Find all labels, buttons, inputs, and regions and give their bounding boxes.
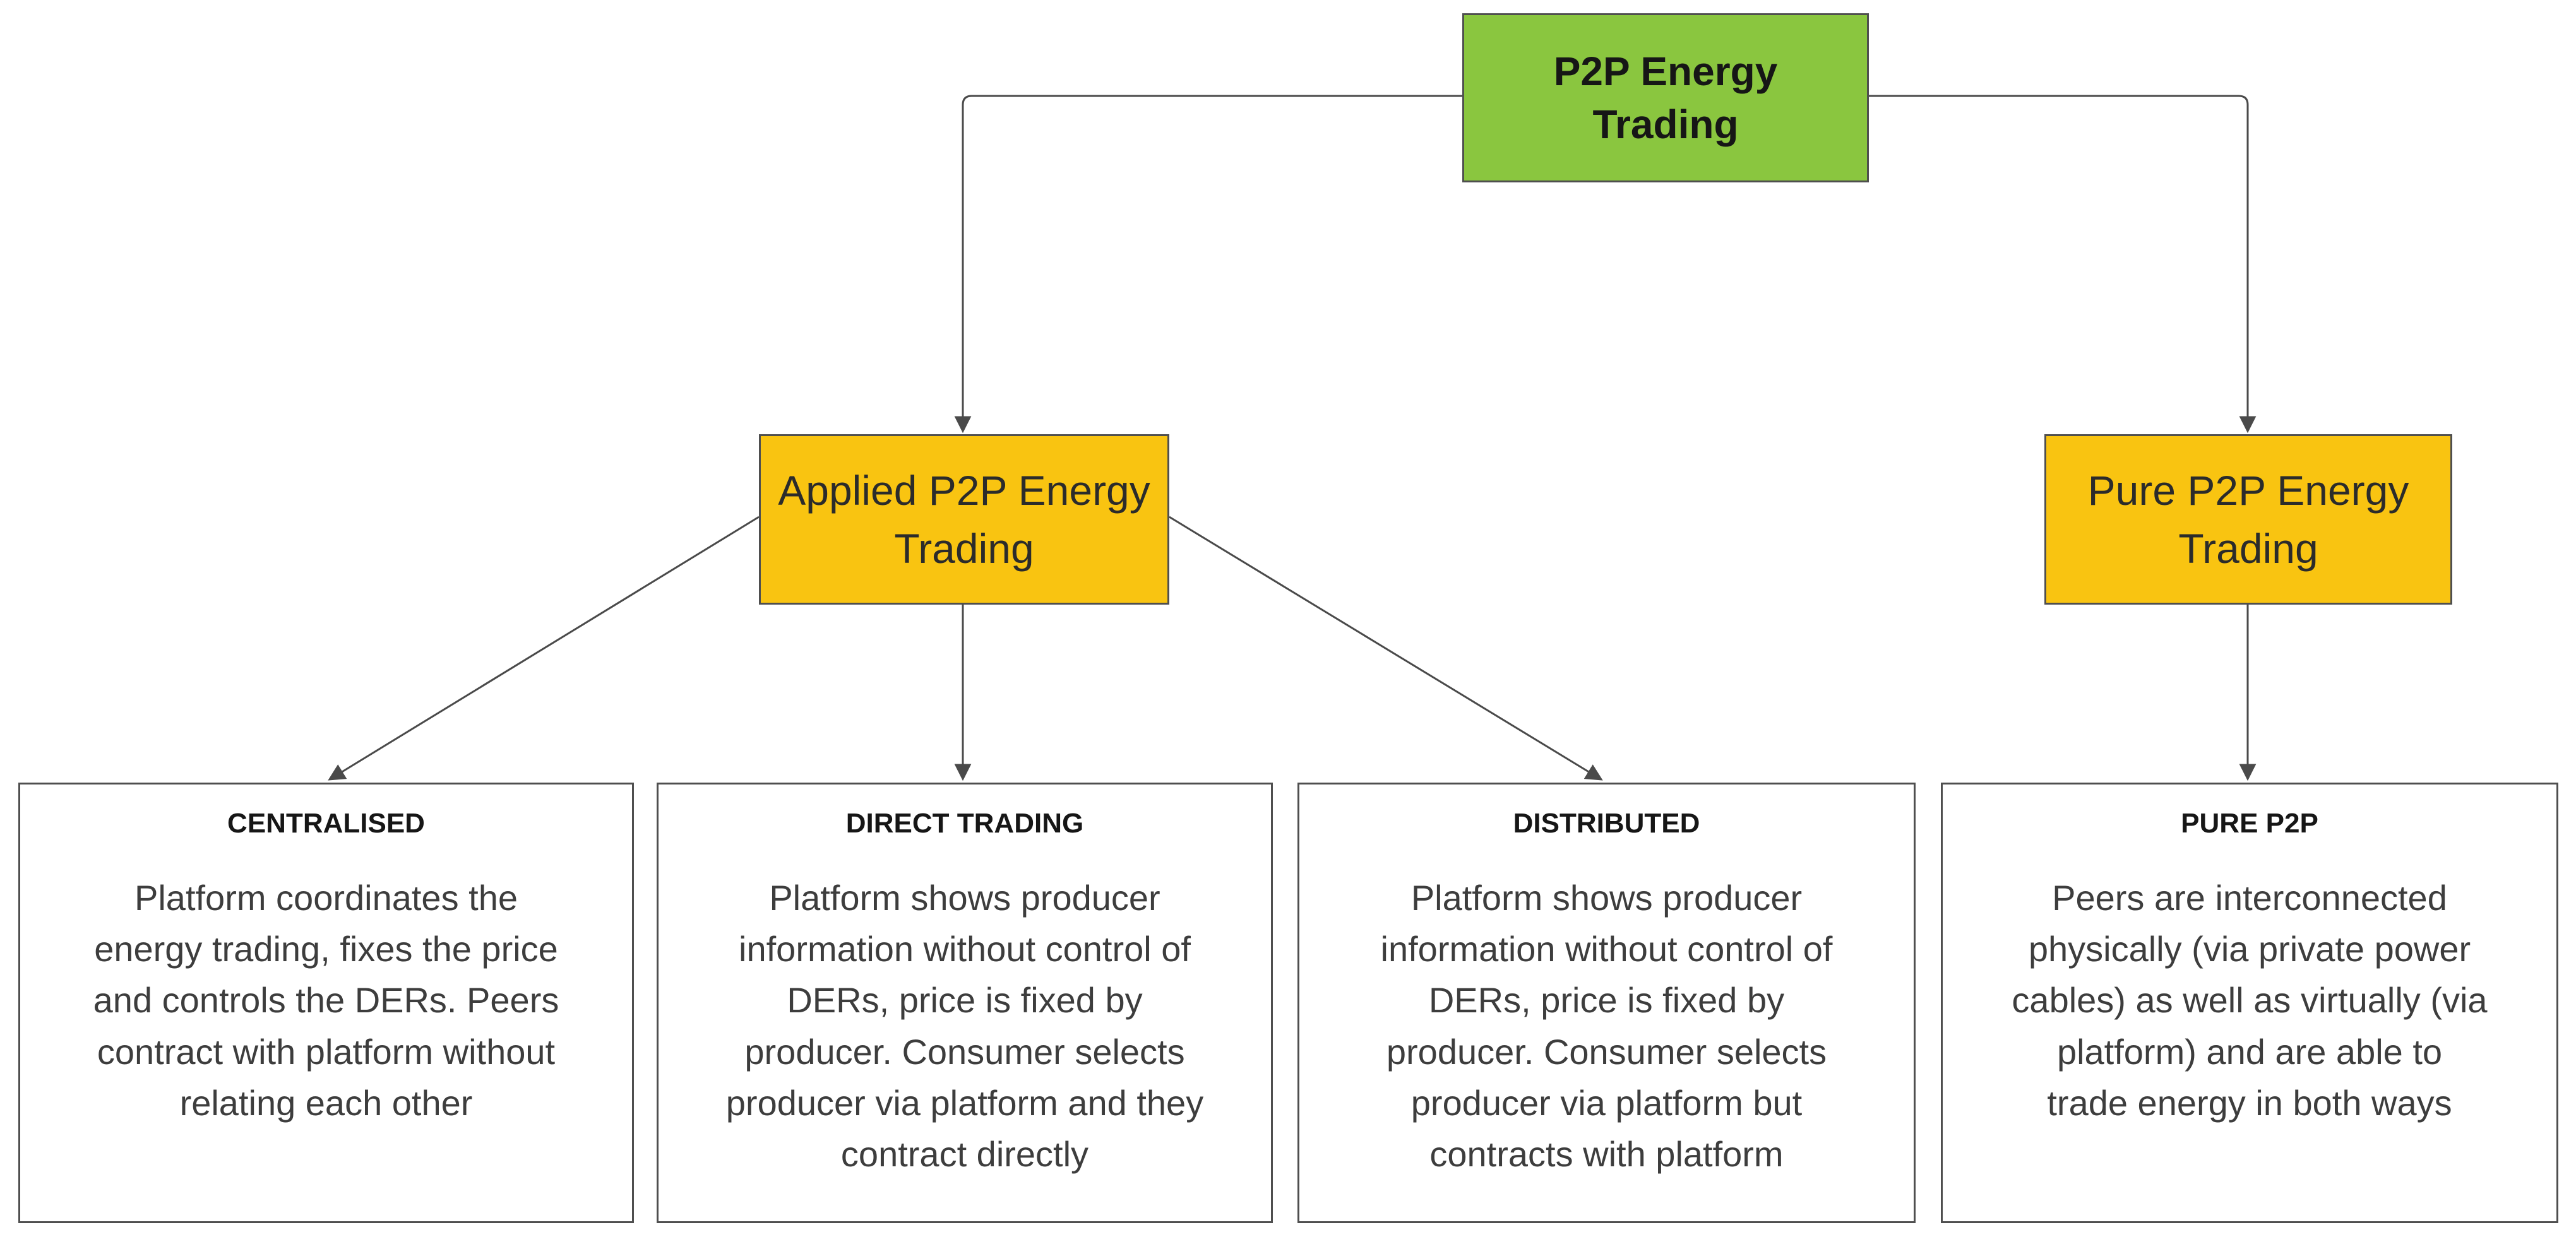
node-pure-p2p-energy-trading: Pure P2P Energy Trading <box>2044 434 2452 605</box>
leaf-direct-trading-body: Platform shows producer information with… <box>725 878 1204 1174</box>
node-p2p-energy-trading: P2P Energy Trading <box>1462 13 1869 182</box>
leaf-centralised: CENTRALISED Platform coordinates the ene… <box>18 783 634 1223</box>
leaf-distributed-title: DISTRIBUTED <box>1513 808 1700 839</box>
connector-root-to-applied <box>954 95 1462 434</box>
connector-applied-to-distributed <box>1169 516 1603 781</box>
connector-applied-to-centralised <box>328 516 760 781</box>
leaf-distributed-body: Platform shows producer information with… <box>1380 878 1833 1174</box>
leaf-centralised-body: Platform coordinates the energy trading,… <box>93 878 559 1123</box>
node-pure-label: Pure P2P Energy Trading <box>2087 466 2409 572</box>
node-applied-label: Applied P2P Energy Trading <box>778 466 1150 572</box>
leaf-pure-p2p: PURE P2P Peers are interconnected physic… <box>1941 783 2558 1223</box>
node-applied-p2p-energy-trading: Applied P2P Energy Trading <box>759 434 1169 605</box>
node-p2p-energy-trading-label: P2P Energy Trading <box>1553 48 1778 147</box>
leaf-pure-p2p-title: PURE P2P <box>2181 808 2318 839</box>
leaf-direct-trading-title: DIRECT TRADING <box>845 808 1084 839</box>
connector-root-to-pure <box>1869 95 2257 434</box>
leaf-direct-trading: DIRECT TRADING Platform shows producer i… <box>657 783 1273 1223</box>
leaf-pure-p2p-body: Peers are interconnected physically (via… <box>2012 878 2488 1123</box>
leaf-centralised-title: CENTRALISED <box>227 808 425 839</box>
leaf-distributed: DISTRIBUTED Platform shows producer info… <box>1297 783 1916 1223</box>
